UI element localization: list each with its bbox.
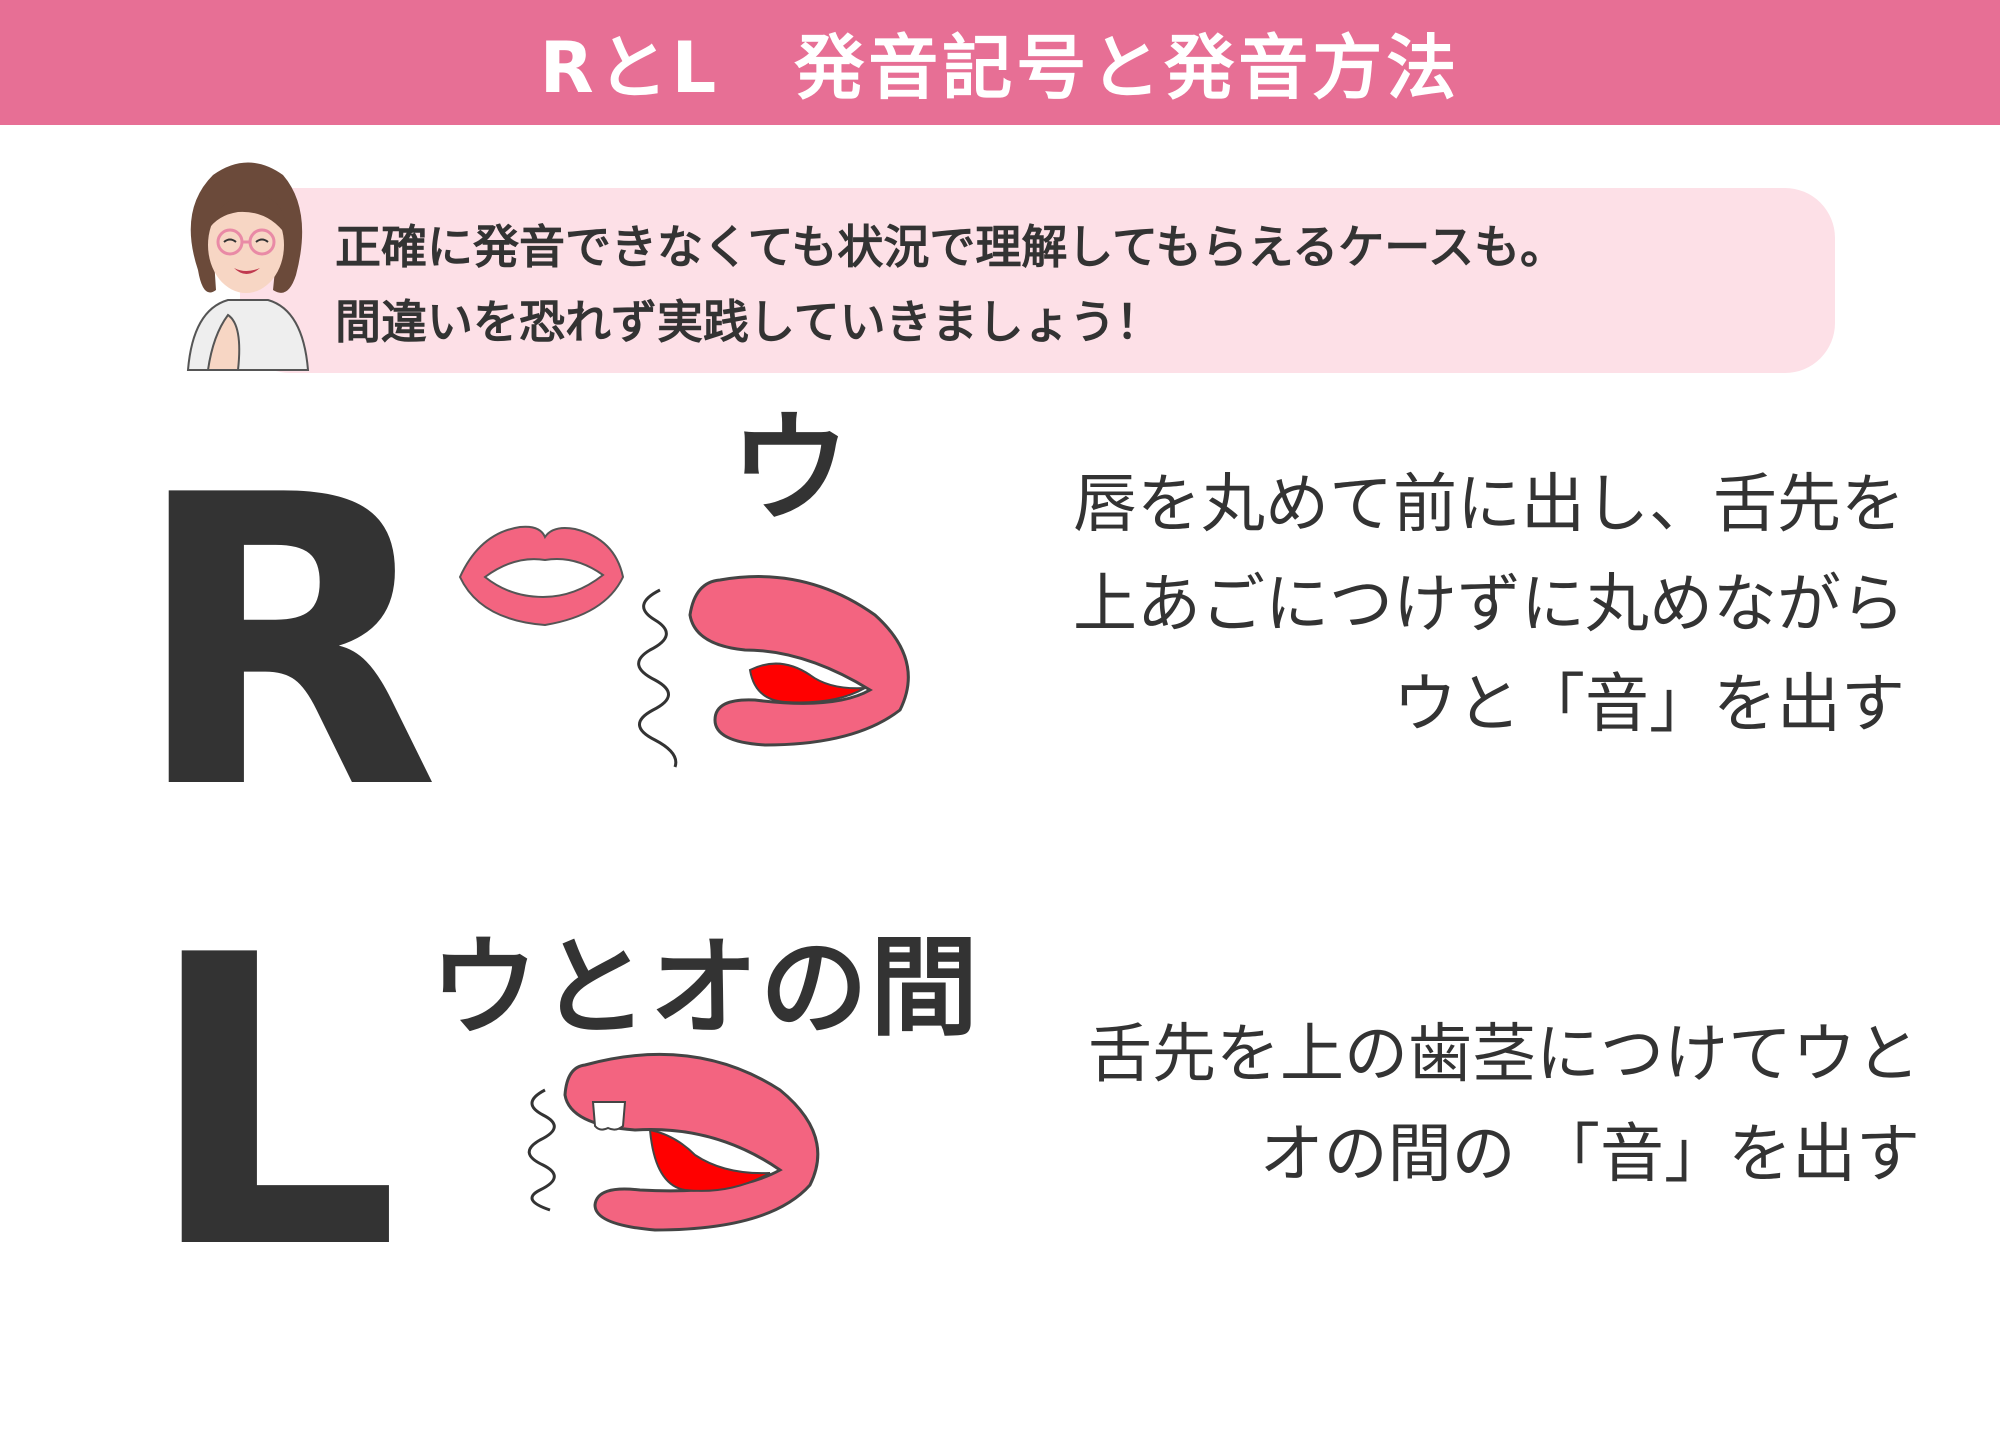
sound-wave-icon [637, 588, 678, 768]
r-desc-line-2: 上あごにつけずに丸めながら [1073, 568, 1905, 642]
l-desc-line-2: オの間の 「音」を出す [1259, 1118, 1920, 1192]
lips-icon [458, 525, 625, 627]
woman-avatar-icon [186, 162, 310, 371]
letter-r: R [132, 412, 441, 877]
l-desc-line-1: 舌先を上の歯茎につけてウと [1088, 1018, 1920, 1092]
kana-r: ウ [730, 400, 850, 539]
kana-l: ウとオの間 [430, 926, 981, 1051]
speech-text: 正確に発音できなくても状況で理解してもらえるケースも。 間違いを恐れず実践してい… [335, 210, 1815, 360]
l-description: 舌先を上の歯茎につけてウと オの間の 「音」を出す [1088, 1005, 1920, 1205]
page-header: RとL 発音記号と発音方法 [0, 0, 2000, 125]
page-title: RとL 発音記号と発音方法 [539, 27, 1461, 109]
mouth-side-icon [688, 575, 910, 747]
r-desc-line-3: ウと「音」を出す [1393, 668, 1905, 742]
speech-line-2: 間違いを恐れず実践していきましょう！ [335, 295, 1162, 349]
tooth-icon [591, 1101, 627, 1131]
sound-wave-icon [527, 1088, 556, 1212]
r-desc-line-1: 唇を丸めて前に出し、舌先を [1073, 468, 1905, 542]
r-description: 唇を丸めて前に出し、舌先を 上あごにつけずに丸めながら ウと「音」を出す [1073, 455, 1905, 755]
speech-bubble [240, 188, 1835, 373]
speech-line-1: 正確に発音できなくても状況で理解してもらえるケースも。 [335, 220, 1566, 274]
mouth-side-icon [563, 1052, 820, 1232]
letter-l: L [145, 872, 400, 1337]
